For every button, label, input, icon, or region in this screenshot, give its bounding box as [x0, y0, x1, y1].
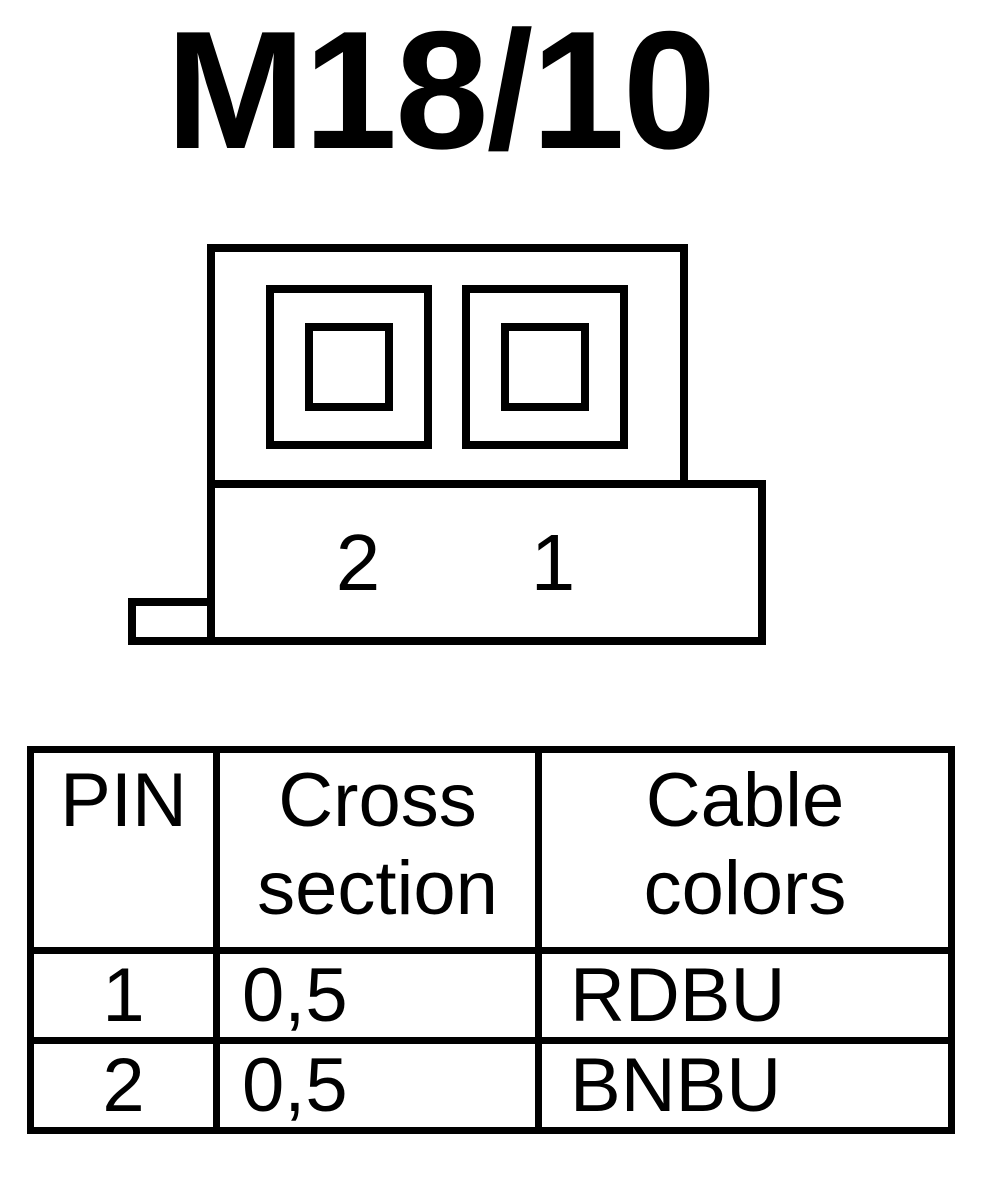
- header-pin: PIN: [27, 746, 220, 954]
- header-cable-colors-line-2: colors: [643, 846, 847, 931]
- pin-assignment-table: PIN Cross section Cable colors 1 0,5 RDB…: [27, 746, 955, 1134]
- cell-pin: 2: [27, 1037, 220, 1134]
- header-cross-section-line-2: section: [257, 846, 498, 931]
- pin-1-socket-outer: [462, 285, 628, 449]
- connector-housing-upper: [207, 244, 688, 484]
- cell-cross-section: 0,5: [213, 1037, 542, 1134]
- pin-2-socket-inner: [305, 323, 393, 411]
- table-row: 1 0,5 RDBU: [27, 947, 955, 1044]
- cell-cross-section: 0,5: [213, 947, 542, 1044]
- header-cable-colors: Cable colors: [535, 746, 955, 954]
- cell-cable-color: RDBU: [535, 947, 955, 1044]
- pin-label-2: 2: [336, 518, 381, 607]
- cell-pin: 1: [27, 947, 220, 1044]
- header-cross-section: Cross section: [213, 746, 542, 954]
- pin-1-socket-inner: [501, 323, 589, 411]
- connector-title: M18/10: [165, 0, 716, 184]
- cell-cable-color: BNBU: [535, 1037, 955, 1134]
- pin-label-1: 1: [531, 518, 576, 607]
- pin-2-socket-outer: [266, 285, 432, 449]
- connector-latch-tab: [128, 598, 215, 645]
- header-cable-colors-line-1: Cable: [645, 758, 845, 843]
- connector-diagram: 2 1: [128, 244, 766, 645]
- table-row: 2 0,5 BNBU: [27, 1037, 955, 1134]
- connector-housing-base: [207, 480, 766, 645]
- table-header-row: PIN Cross section Cable colors: [27, 746, 955, 954]
- header-cross-section-line-1: Cross: [278, 758, 477, 843]
